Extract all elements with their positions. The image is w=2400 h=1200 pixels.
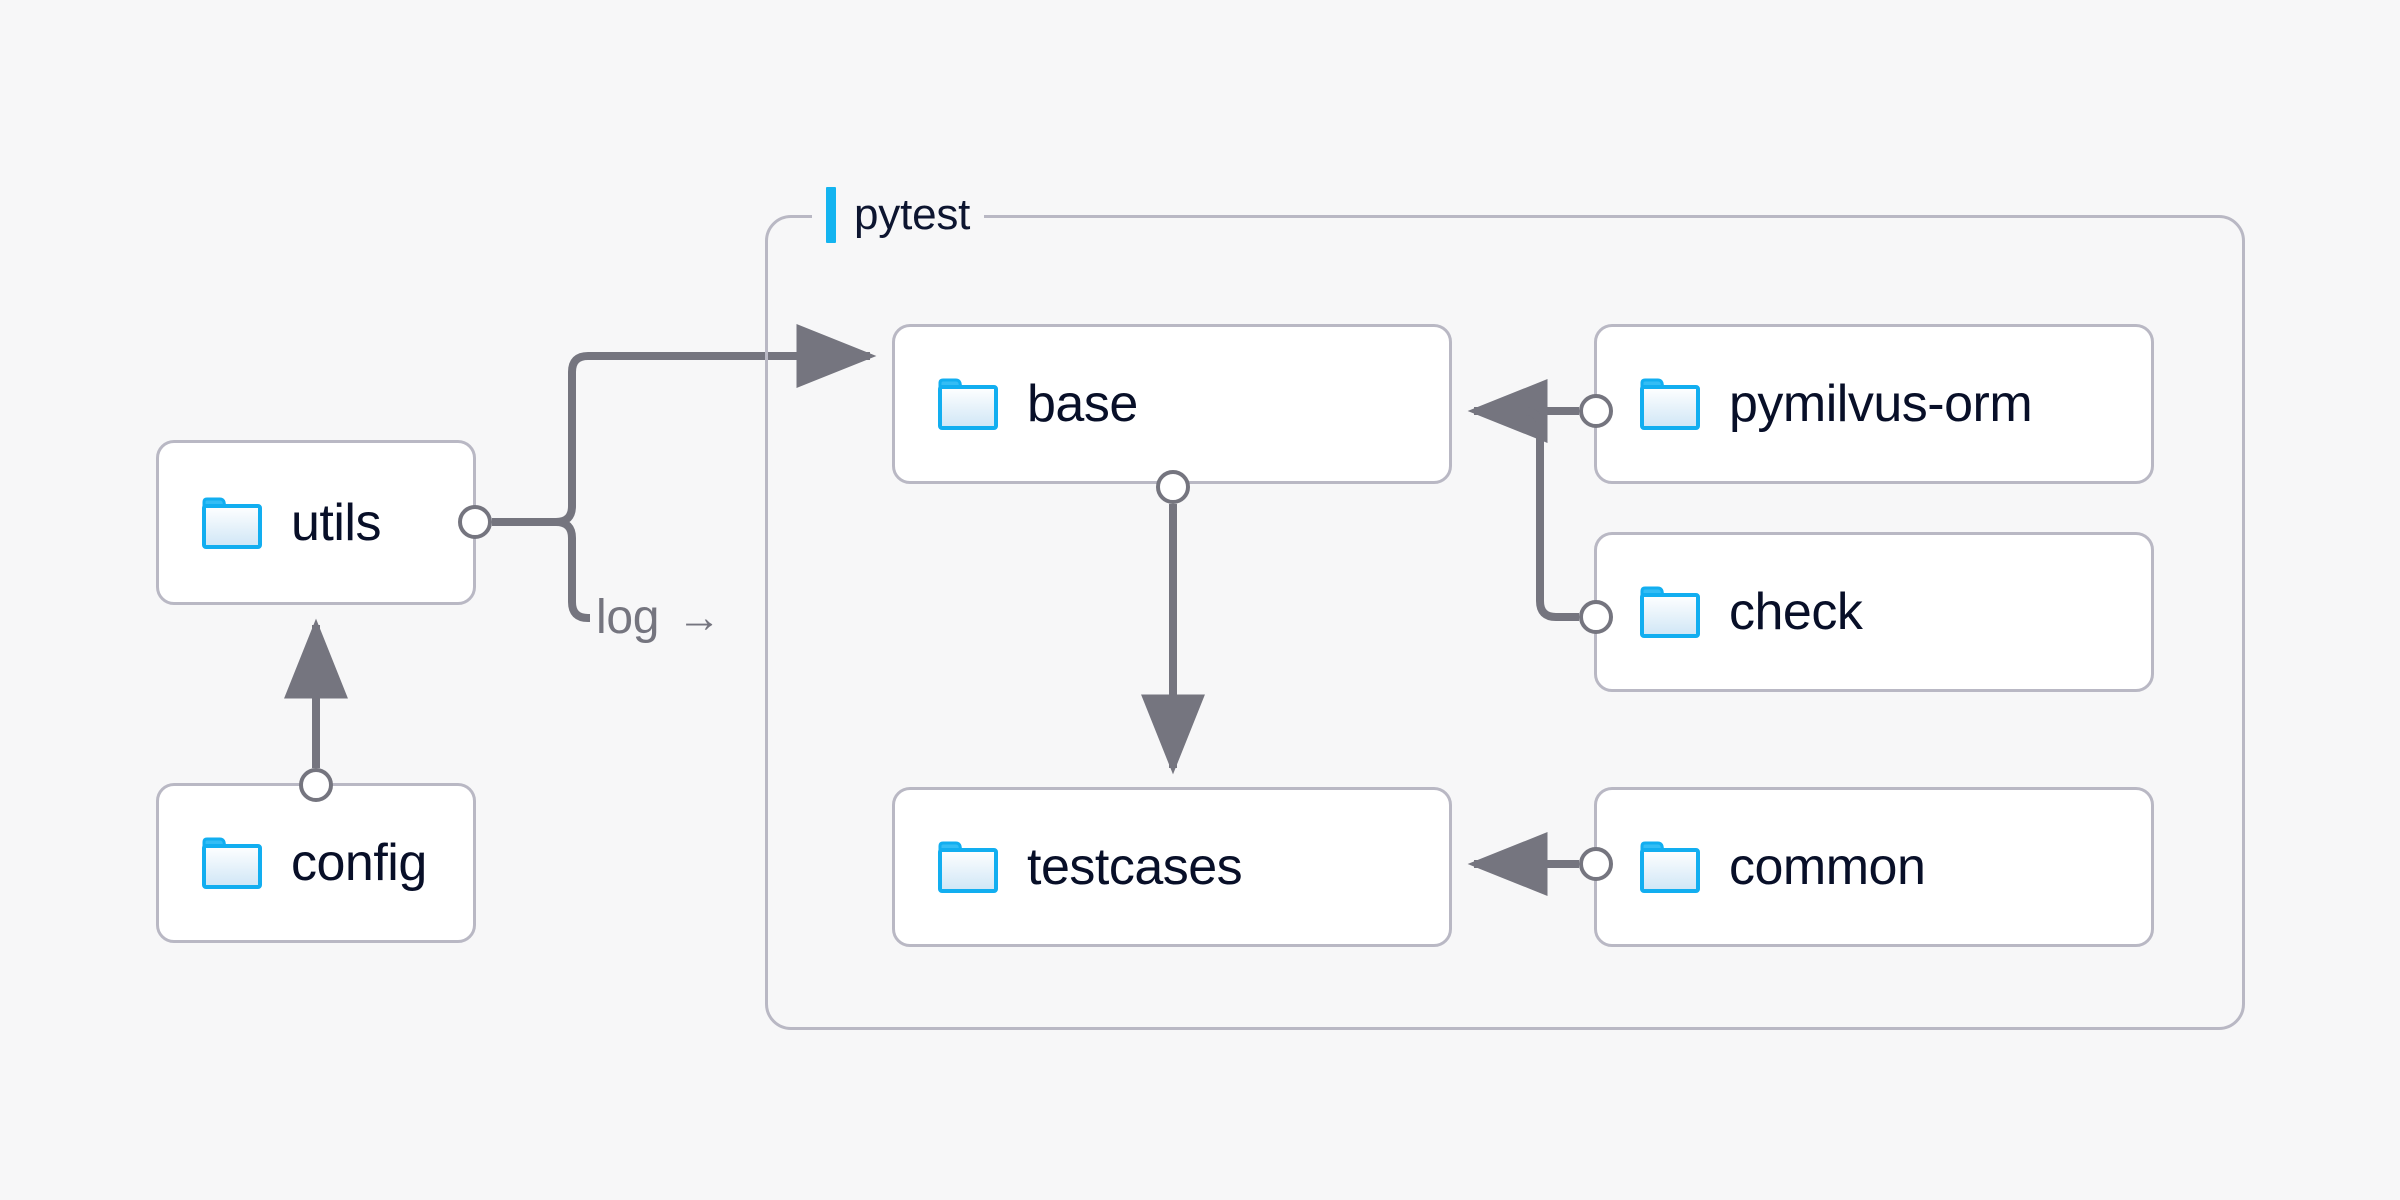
port-check-left[interactable] xyxy=(1579,600,1613,634)
node-config[interactable]: config xyxy=(156,783,476,943)
folder-icon xyxy=(202,497,262,549)
folder-icon xyxy=(1640,378,1700,430)
edge-label-log: log → xyxy=(596,594,721,642)
folder-icon xyxy=(1640,841,1700,893)
port-common-left[interactable] xyxy=(1579,847,1613,881)
edge-label-text: log xyxy=(596,591,660,644)
node-pymilvus-orm[interactable]: pymilvus-orm xyxy=(1594,324,2154,484)
port-pymilvus-orm-left[interactable] xyxy=(1579,394,1613,428)
node-label: utils xyxy=(291,493,381,552)
node-label: base xyxy=(1027,375,1138,433)
node-testcases[interactable]: testcases xyxy=(892,787,1452,947)
node-label: config xyxy=(291,834,427,892)
node-utils[interactable]: utils xyxy=(156,440,476,605)
node-check[interactable]: check xyxy=(1594,532,2154,692)
node-common[interactable]: common xyxy=(1594,787,2154,947)
port-utils-right[interactable] xyxy=(458,505,492,539)
group-container-pytest xyxy=(765,215,2245,1030)
node-label: pymilvus-orm xyxy=(1729,375,2033,433)
folder-icon xyxy=(938,841,998,893)
group-accent-bar xyxy=(826,187,836,243)
port-base-bottom[interactable] xyxy=(1156,470,1190,504)
folder-icon xyxy=(938,378,998,430)
node-label: common xyxy=(1729,838,1926,896)
arrow-right-icon: → xyxy=(677,593,721,642)
port-config-top[interactable] xyxy=(299,768,333,802)
folder-icon xyxy=(202,837,262,889)
group-label-pytest: pytest xyxy=(812,187,985,243)
wire-utils-to-log xyxy=(540,518,590,622)
node-label: check xyxy=(1729,583,1863,641)
node-label: testcases xyxy=(1027,838,1243,896)
group-label-text: pytest xyxy=(854,190,971,239)
wire-check-to-base xyxy=(1516,407,1579,621)
node-base[interactable]: base xyxy=(892,324,1452,484)
folder-icon xyxy=(1640,586,1700,638)
